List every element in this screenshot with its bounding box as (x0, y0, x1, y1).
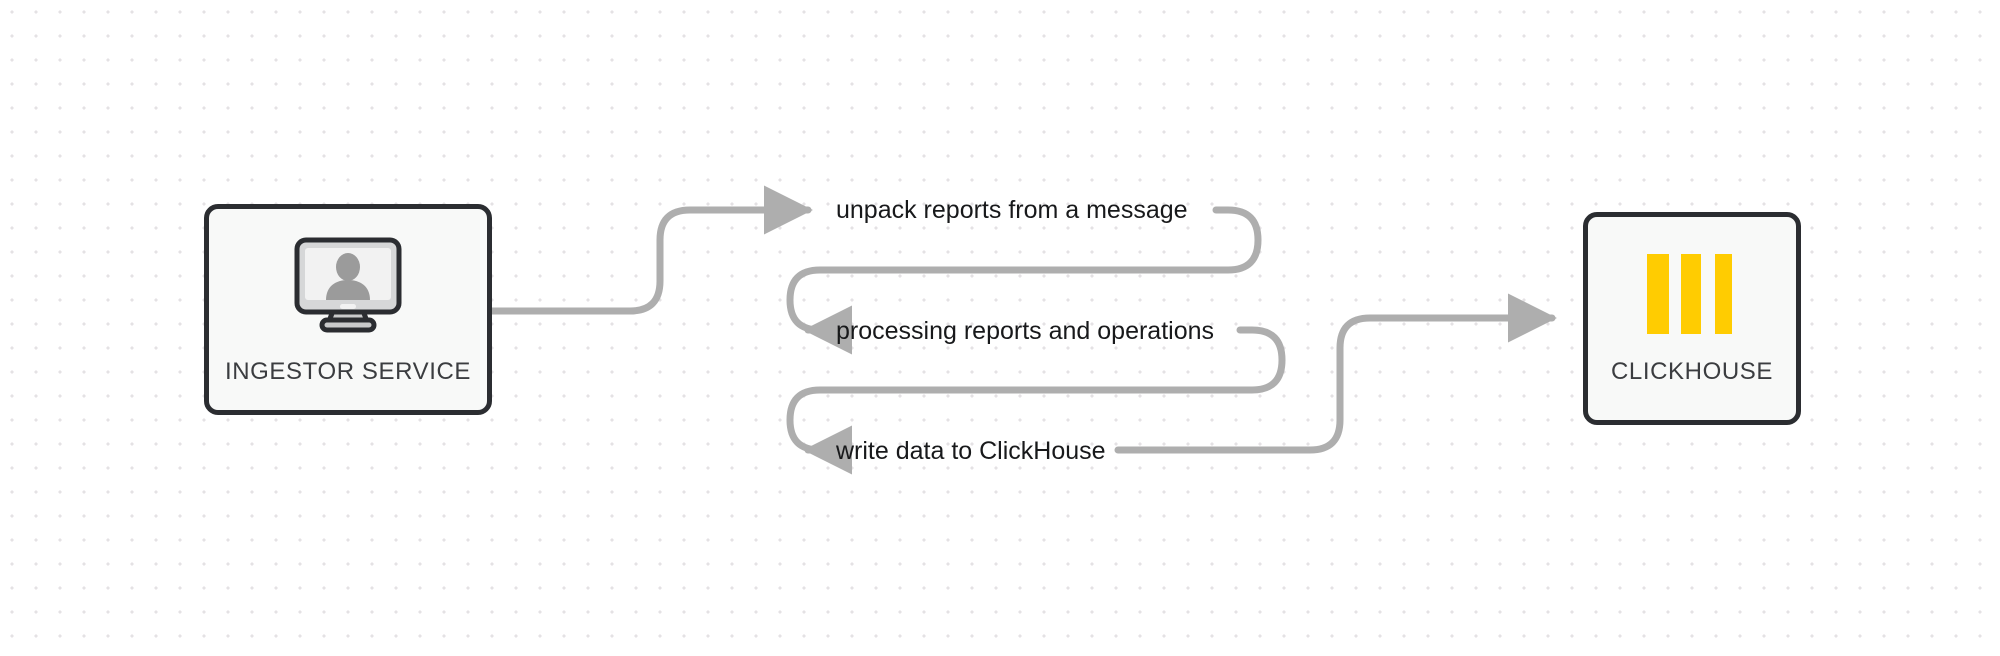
clickhouse-bars-icon (1643, 252, 1741, 336)
monitor-user-icon (290, 234, 406, 338)
edge-step1-to-step2 (786, 206, 1262, 355)
edge-ingestor-to-step1 (488, 185, 813, 315)
edge-label-write-data: write data to ClickHouse (836, 437, 1106, 465)
edge-step2-to-step3 (786, 326, 1286, 475)
edge-label-processing-reports: processing reports and operations (836, 317, 1215, 345)
node-ingestor-service[interactable]: INGESTOR SERVICE (204, 204, 492, 415)
node-clickhouse[interactable]: CLICKHOUSE (1583, 212, 1801, 425)
edge-label-unpack-reports: unpack reports from a message (836, 196, 1188, 224)
node-ingestor-label: INGESTOR SERVICE (224, 357, 472, 385)
node-clickhouse-label: CLICKHOUSE (1610, 357, 1774, 385)
